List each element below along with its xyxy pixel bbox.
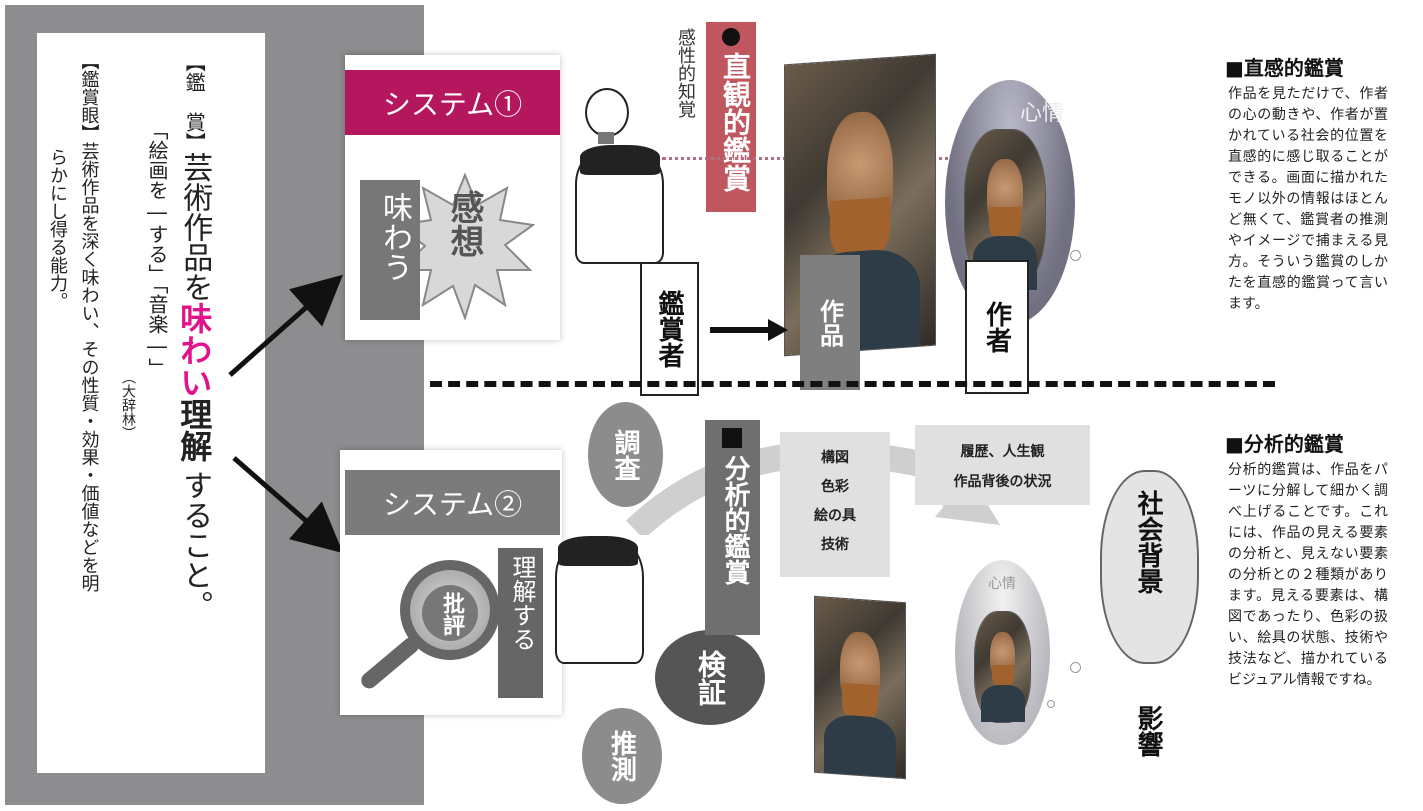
- headword: 【鑑 賞】: [182, 52, 207, 152]
- system1-title: システム①: [345, 70, 560, 135]
- critique-disc: [422, 585, 478, 641]
- infer-bubble: 推測: [582, 708, 662, 804]
- intuitive-mode-label: 直観的鑑賞: [719, 52, 752, 192]
- definition-example: 「絵画を―する」「音楽―」: [145, 120, 169, 378]
- taste-box: [360, 180, 420, 320]
- definition-source: （大辞林）: [120, 370, 136, 440]
- understand-text: 理解する: [508, 555, 536, 651]
- feeling-burst: [395, 172, 535, 320]
- arrows: [228, 274, 344, 554]
- thought-dot-2-icon: [1070, 662, 1081, 673]
- visible-item: 技術: [821, 537, 849, 553]
- author-label: 作者: [965, 260, 1029, 394]
- definition-pre: 芸術作品を: [177, 152, 213, 302]
- arrow-to-system2: [232, 456, 344, 554]
- analytic-title: ■分析的鑑賞: [1225, 432, 1344, 456]
- definition-card: [37, 33, 265, 773]
- verify-bubble: 検証: [655, 630, 765, 725]
- system2-title: システム②: [345, 470, 560, 535]
- appreciation-eye-text1: 芸術作品を深く味わい、その性質・効果・価値などを明: [78, 142, 100, 592]
- visible-item: 構図: [821, 450, 849, 466]
- section-separator: [430, 381, 1275, 387]
- analyst-hair-icon: [558, 536, 638, 566]
- verify-text: 検証: [694, 649, 727, 706]
- invisible-item: 履歴、人生観: [960, 444, 1045, 460]
- definition-main: 【鑑 賞】芸術作品を味わい理解すること。: [175, 52, 214, 620]
- infer-text: 推測: [606, 730, 637, 782]
- intuitive-mode-box: [706, 22, 756, 212]
- visible-elements-box: 構図 色彩 絵の具 技術: [780, 432, 890, 577]
- definition-accent: 味わい: [175, 302, 214, 398]
- influence-text: 影響: [1133, 705, 1163, 757]
- intuitive-body: 作品を見ただけで、作者の心の動きや、作者が置かれている社会的位置を直感的に感じ取…: [1228, 86, 1388, 312]
- appreciation-eye: 【鑑賞眼】芸術作品を深く味わい、その性質・効果・価値などを明: [77, 52, 100, 592]
- investigate-bubble: 調査: [588, 402, 663, 507]
- perception-label: 感性的知覚: [675, 28, 696, 118]
- analytic-body: 分析的鑑賞は、作品をパーツに分解して細かく調べ上げることです。これには、作品の見…: [1228, 462, 1388, 688]
- intuitive-mode-dot: [722, 28, 740, 46]
- definition-understand: 理解: [175, 398, 214, 462]
- appreciation-eye-text2: らかにし得る能力。: [47, 148, 68, 310]
- analytic-mode-box: [705, 420, 760, 635]
- social-text: 社会背景: [1133, 490, 1163, 594]
- thought-dot-3-icon: [1047, 700, 1055, 708]
- arrow-to-system1: [228, 274, 343, 377]
- author2-portrait: [975, 612, 1030, 722]
- critique-text: 批評: [439, 592, 464, 636]
- thought-dot-icon: [1070, 250, 1081, 261]
- understand-box: [498, 548, 543, 698]
- lightbulb-base-icon: [598, 132, 614, 144]
- author2-mind: 心情: [988, 576, 1016, 592]
- visible-item: 色彩: [821, 479, 849, 495]
- author-mind: 心情: [1020, 101, 1065, 126]
- work-label: 作品: [800, 255, 860, 390]
- analytic-mode-square: [722, 428, 742, 448]
- visible-item: 絵の具: [814, 508, 856, 524]
- taste-text: 味わう: [377, 192, 412, 282]
- invisible-item: 作品背後の状況: [953, 474, 1052, 490]
- viewer-to-work-arrow: [710, 319, 788, 341]
- social-cloud: [1100, 470, 1199, 664]
- appreciation-eye-label: 【鑑賞眼】: [78, 52, 100, 142]
- intuitive-title: ■直感的鑑賞: [1225, 56, 1344, 80]
- work-painting-2: [815, 596, 905, 779]
- investigate-text: 調査: [610, 428, 640, 481]
- analytic-mode-label: 分析的鑑賞: [720, 455, 750, 585]
- viewer-hair-icon: [580, 145, 660, 175]
- feeling-text: 感想: [444, 190, 484, 258]
- definition-post: すること。: [177, 470, 213, 620]
- invisible-elements-box: 履歴、人生観 作品背後の状況: [915, 425, 1090, 505]
- viewer-label: 鑑賞者: [640, 262, 699, 396]
- lightbulb-icon: [585, 88, 629, 137]
